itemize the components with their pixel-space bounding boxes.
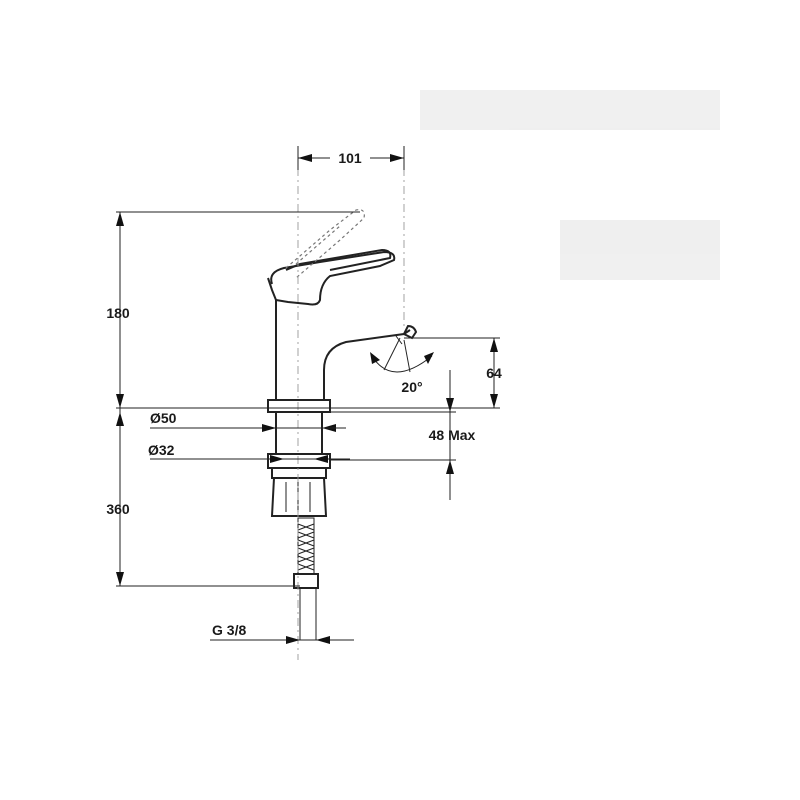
- deck-thickness-label: 48 Max: [429, 427, 476, 443]
- spray-angle-indicator: 20°: [370, 337, 434, 395]
- dimension-connection-thread: G 3/8: [210, 622, 354, 644]
- dimension-hole-diameter: Ø32: [148, 442, 350, 463]
- body-diameter-label: Ø50: [150, 410, 177, 426]
- connection-thread-label: G 3/8: [212, 622, 246, 638]
- spout-reach-label: 101: [338, 150, 362, 166]
- faucet-body: [267, 209, 418, 413]
- outlet-height-label: 64: [486, 365, 502, 381]
- hole-diameter-label: Ø32: [148, 442, 175, 458]
- watermark: [420, 90, 720, 280]
- dimension-outlet-height: 64: [404, 337, 502, 408]
- dimension-body-diameter: Ø50: [150, 410, 346, 436]
- dimension-spout-height: 180: [106, 211, 500, 409]
- hose-length-label: 360: [106, 501, 130, 517]
- spray-angle-label: 20°: [401, 379, 422, 395]
- dimension-hose-length: 360: [106, 408, 300, 587]
- dimension-spout-reach: 101: [297, 146, 405, 170]
- mounting-assembly: [267, 411, 331, 640]
- handle-raised-outline: [285, 209, 365, 279]
- spout-height-label: 180: [106, 305, 130, 321]
- dimension-deck-thickness: 48 Max: [330, 370, 476, 500]
